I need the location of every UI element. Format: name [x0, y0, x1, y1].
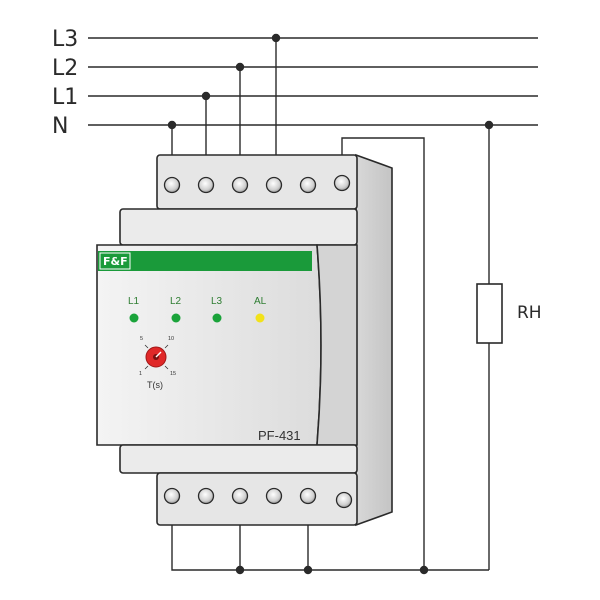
led-l2 [171, 313, 181, 323]
load-resistor [476, 283, 503, 344]
label-l2: L2 [52, 56, 78, 81]
bottom-terminals [163, 487, 353, 509]
terminal-bottom-2 [197, 487, 215, 505]
label-l1: L1 [52, 85, 78, 110]
junction-bottom-bus [419, 565, 429, 575]
terminal-bottom-5 [299, 487, 317, 505]
label-l3: L3 [52, 27, 78, 52]
brand-stripe: F&F [98, 251, 312, 271]
time-dial[interactable]: 5 10 1 15 T(s) [139, 336, 176, 390]
brand-logo-box [99, 252, 131, 270]
indicator-label-l3: L3 [211, 296, 223, 307]
front-panel-side [316, 244, 358, 446]
terminal-top-4 [265, 176, 283, 194]
terminal-top-1 [163, 176, 181, 194]
indicator-group: L1 L2 L3 AL [128, 296, 267, 323]
led-l3 [212, 313, 222, 323]
indicator-label-l1: L1 [128, 296, 140, 307]
terminal-bottom-4 [265, 487, 283, 505]
junction-l1 [201, 91, 211, 101]
dial-label: T(s) [147, 380, 163, 390]
relay-device [96, 153, 393, 527]
terminal-bottom-6 [335, 491, 353, 509]
terminal-top-2 [197, 176, 215, 194]
junction-l3 [271, 33, 281, 43]
dial-mark-1: 1 [139, 371, 142, 377]
bottom-junction-dots [235, 565, 429, 575]
label-n: N [52, 114, 68, 139]
terminal-top-3 [231, 176, 249, 194]
dial-mark-10: 10 [168, 336, 174, 342]
top-junction-dots [167, 33, 494, 130]
dial-pointer [155, 351, 162, 358]
indicator-label-l2: L2 [170, 296, 182, 307]
load-label: RH [517, 303, 542, 323]
terminal-bottom-1 [163, 487, 181, 505]
terminal-top-6 [333, 174, 351, 192]
top-terminals [163, 174, 351, 194]
top-terminal-block [156, 154, 358, 210]
terminal-top-5 [299, 176, 317, 194]
dial-mark-5: 5 [140, 336, 143, 342]
led-l1 [129, 313, 139, 323]
device-side [355, 153, 393, 527]
dial-ticks [144, 344, 169, 370]
output-wiring [171, 125, 490, 571]
terminal-bottom-3 [231, 487, 249, 505]
indicator-label-al: AL [254, 296, 267, 307]
junction-n [167, 120, 177, 130]
brand-logo: F&F [103, 255, 128, 268]
bottom-step [119, 444, 358, 474]
supply-lines [88, 37, 538, 126]
junction-bottom-3 [235, 565, 245, 575]
front-panel [96, 244, 322, 446]
brand-band [98, 251, 312, 271]
line-labels: L3 L2 L1 N [52, 27, 78, 139]
junction-bottom-5 [303, 565, 313, 575]
junction-l2 [235, 62, 245, 72]
top-drop-wires [171, 38, 277, 162]
dial-mark-15: 15 [170, 371, 176, 377]
wire-bottom-bus [171, 525, 489, 571]
led-al [255, 313, 265, 323]
bottom-terminal-block [156, 472, 358, 526]
top-step [119, 208, 358, 246]
model-label: PF-431 [258, 428, 301, 443]
wire-top-to-bus [341, 137, 425, 570]
